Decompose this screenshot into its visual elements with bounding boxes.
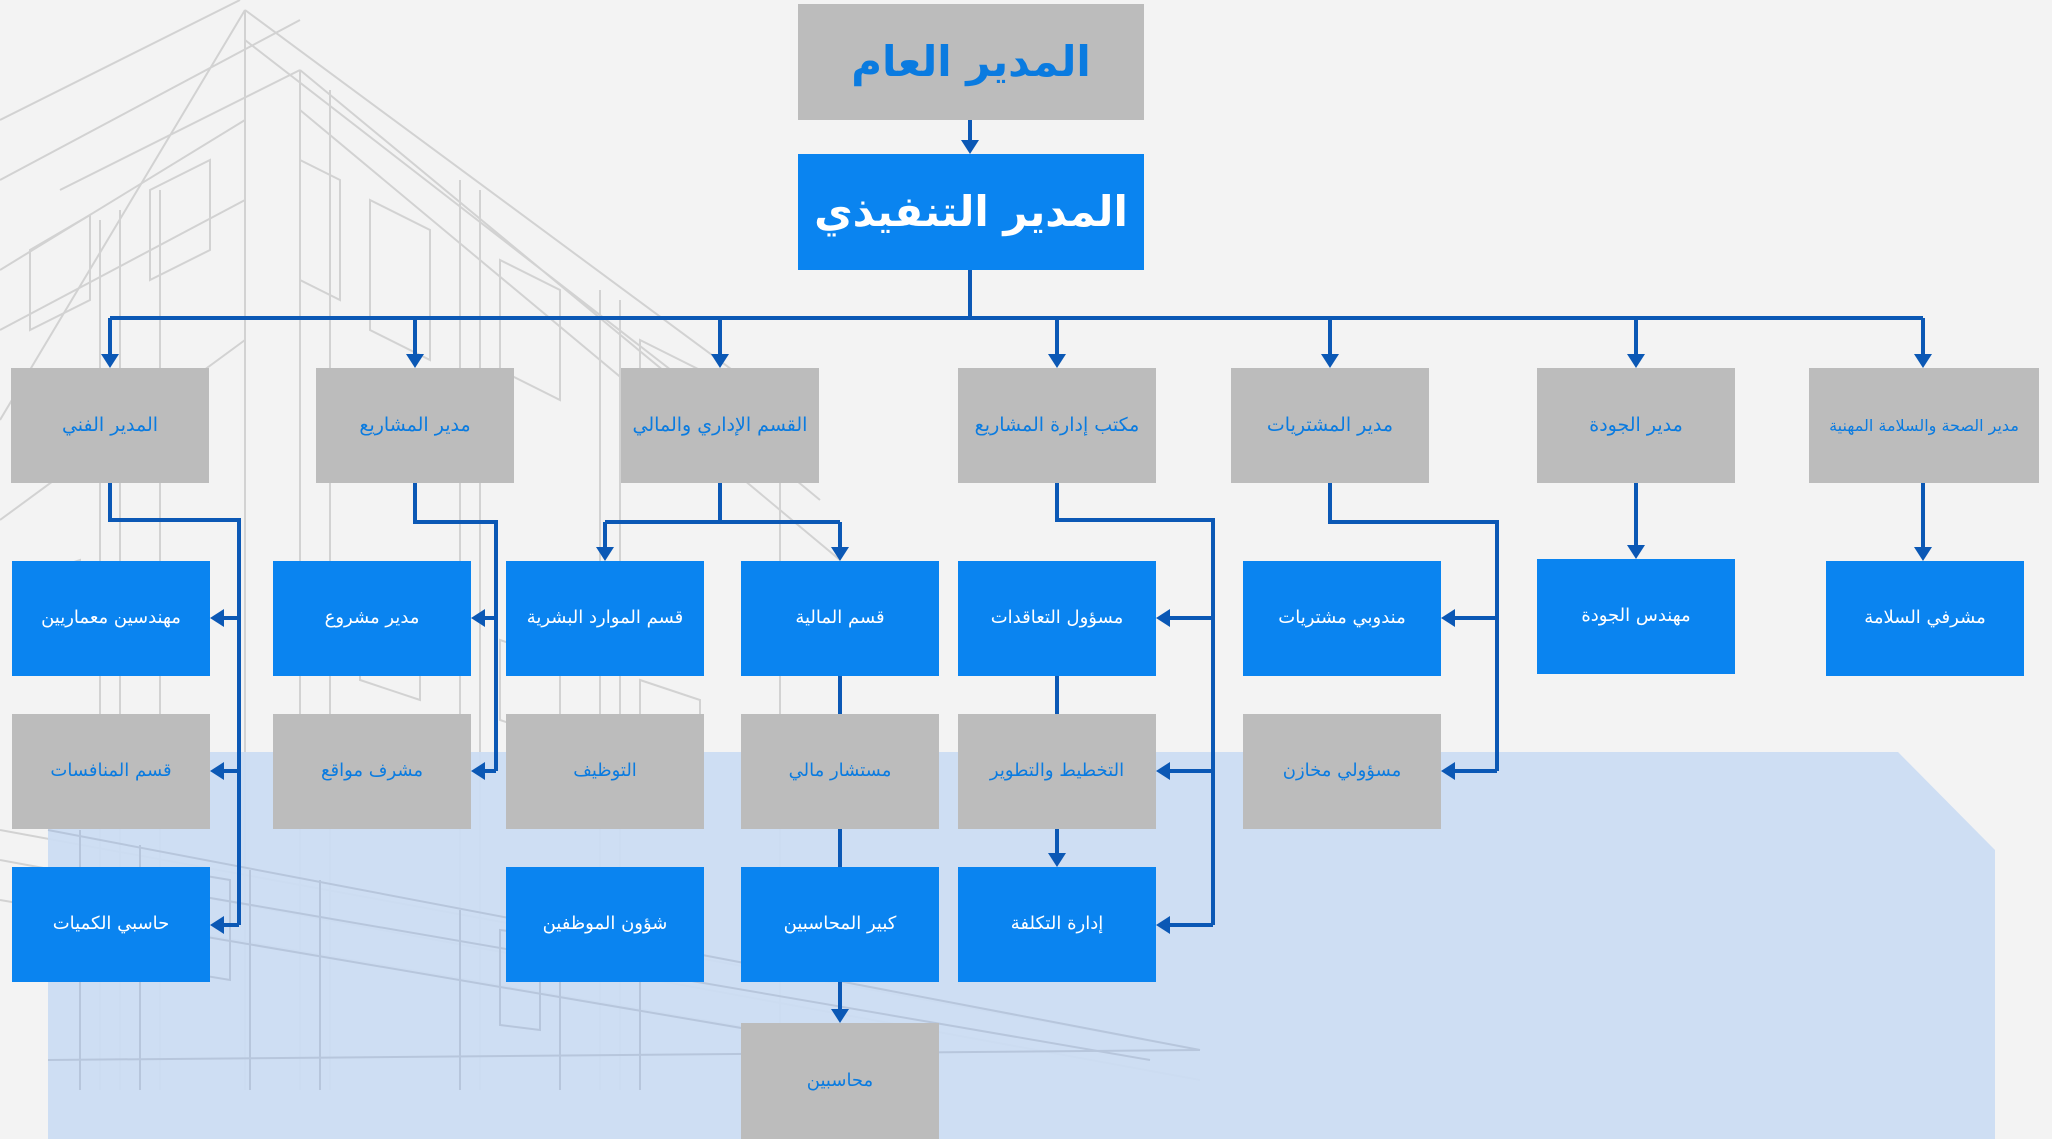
arrow-projects-1 — [471, 762, 485, 780]
unit-purchasing-reps-label: مندوبي مشتريات — [1278, 607, 1406, 629]
unit-finance: قسم المالية — [741, 561, 939, 676]
dept-technical-label: المدير الفني — [61, 413, 159, 436]
arrow-bus-dept-2 — [711, 354, 729, 368]
unit-recruitment-label: التوظيف — [573, 760, 637, 782]
arrow-admin-finance — [831, 547, 849, 561]
unit-finance-label: قسم المالية — [795, 607, 885, 629]
arrow-hse — [1914, 547, 1932, 561]
dept-admin-finance-label: القسم الإداري والمالي — [632, 413, 808, 436]
unit-hr-label: قسم الموارد البشرية — [526, 607, 684, 629]
dept-admin-finance: القسم الإداري والمالي — [621, 368, 819, 483]
unit-financial-advisor: مستشار مالي — [741, 714, 939, 829]
dept-technical: المدير الفني — [11, 368, 209, 483]
link-projects-trunk — [413, 483, 498, 771]
arrow-bus-dept-5 — [1627, 354, 1645, 368]
arrow-bus-dept-0 — [101, 354, 119, 368]
dept-procurement: مدير المشتريات — [1231, 368, 1429, 483]
arrow-technical-1 — [210, 762, 224, 780]
arrow-pmo-1 — [1156, 762, 1170, 780]
arrow-planning-cost — [1048, 853, 1066, 867]
connector-lines — [108, 120, 1925, 1011]
dept-procurement-label: مدير المشتريات — [1266, 413, 1394, 436]
unit-hr: قسم الموارد البشرية — [506, 561, 704, 676]
dept-projects-label: مدير المشاريع — [359, 413, 471, 436]
unit-architects-label: مهندسين معماريين — [41, 607, 181, 629]
unit-accountants: محاسبين — [741, 1023, 939, 1139]
link-pmo-trunk — [1055, 483, 1215, 925]
arrow-gm-exec — [961, 140, 979, 154]
link-technical-trunk — [108, 483, 241, 925]
arrow-technical-0 — [210, 609, 224, 627]
arrow-bus-dept-6 — [1914, 354, 1932, 368]
unit-quantity-surveyors: حاسبي الكميات — [12, 867, 210, 982]
arrow-pmo-2 — [1156, 916, 1170, 934]
link-procurement-trunk — [1328, 483, 1499, 771]
executive-manager-box: المدير التنفيذي — [798, 154, 1144, 270]
unit-warehouse-officers: مسؤولي مخازن — [1243, 714, 1441, 829]
dept-hse-label: مدير الصحة والسلامة المهنية — [1829, 415, 2019, 435]
unit-recruitment: التوظيف — [506, 714, 704, 829]
arrow-bus-dept-3 — [1048, 354, 1066, 368]
unit-project-manager: مدير مشروع — [273, 561, 471, 676]
unit-site-supervisor: مشرف مواقع — [273, 714, 471, 829]
unit-chief-accountant-label: كبير المحاسبين — [783, 913, 897, 935]
unit-quality-engineer-label: مهندس الجودة — [1581, 605, 1691, 627]
arrow-chief-accountants — [831, 1009, 849, 1023]
unit-cost-management-label: إدارة التكلفة — [1010, 913, 1104, 935]
general-manager-label: المدير العام — [851, 36, 1091, 86]
unit-tenders: قسم المنافسات — [12, 714, 210, 829]
executive-manager-label: المدير التنفيذي — [814, 186, 1128, 236]
arrow-projects-0 — [471, 609, 485, 627]
unit-contracts-officer: مسؤول التعاقدات — [958, 561, 1156, 676]
unit-chief-accountant: كبير المحاسبين — [741, 867, 939, 982]
arrow-admin-hr — [596, 547, 614, 561]
dept-hse: مدير الصحة والسلامة المهنية — [1809, 368, 2039, 483]
unit-project-manager-label: مدير مشروع — [324, 607, 420, 629]
dept-quality: مدير الجودة — [1537, 368, 1735, 483]
arrow-technical-2 — [210, 916, 224, 934]
dept-pmo-label: مكتب إدارة المشاريع — [974, 413, 1140, 436]
arrow-procurement-0 — [1441, 609, 1455, 627]
unit-financial-advisor-label: مستشار مالي — [788, 760, 892, 782]
unit-warehouse-officers-label: مسؤولي مخازن — [1282, 760, 1402, 782]
unit-tenders-label: قسم المنافسات — [50, 760, 172, 782]
general-manager-box: المدير العام — [798, 4, 1144, 120]
unit-personnel-affairs: شؤون الموظفين — [506, 867, 704, 982]
arrow-bus-dept-1 — [406, 354, 424, 368]
unit-planning: التخطيط والتطوير — [958, 714, 1156, 829]
unit-accountants-label: محاسبين — [806, 1069, 874, 1091]
unit-safety-supervisors-label: مشرفي السلامة — [1864, 607, 1986, 629]
dept-pmo: مكتب إدارة المشاريع — [958, 368, 1156, 483]
arrow-procurement-1 — [1441, 762, 1455, 780]
unit-purchasing-reps: مندوبي مشتريات — [1243, 561, 1441, 676]
dept-projects: مدير المشاريع — [316, 368, 514, 483]
unit-personnel-affairs-label: شؤون الموظفين — [542, 913, 668, 935]
unit-contracts-officer-label: مسؤول التعاقدات — [990, 607, 1124, 629]
unit-planning-label: التخطيط والتطوير — [989, 760, 1125, 782]
arrow-pmo-0 — [1156, 609, 1170, 627]
unit-quantity-surveyors-label: حاسبي الكميات — [52, 913, 170, 935]
unit-architects: مهندسين معماريين — [12, 561, 210, 676]
unit-site-supervisor-label: مشرف مواقع — [320, 760, 424, 782]
arrow-bus-dept-4 — [1321, 354, 1339, 368]
unit-safety-supervisors: مشرفي السلامة — [1826, 561, 2024, 676]
arrow-quality — [1627, 545, 1645, 559]
connector-arrowheads — [101, 140, 1932, 1023]
unit-cost-management: إدارة التكلفة — [958, 867, 1156, 982]
unit-quality-engineer: مهندس الجودة — [1537, 559, 1735, 674]
dept-quality-label: مدير الجودة — [1589, 413, 1683, 436]
